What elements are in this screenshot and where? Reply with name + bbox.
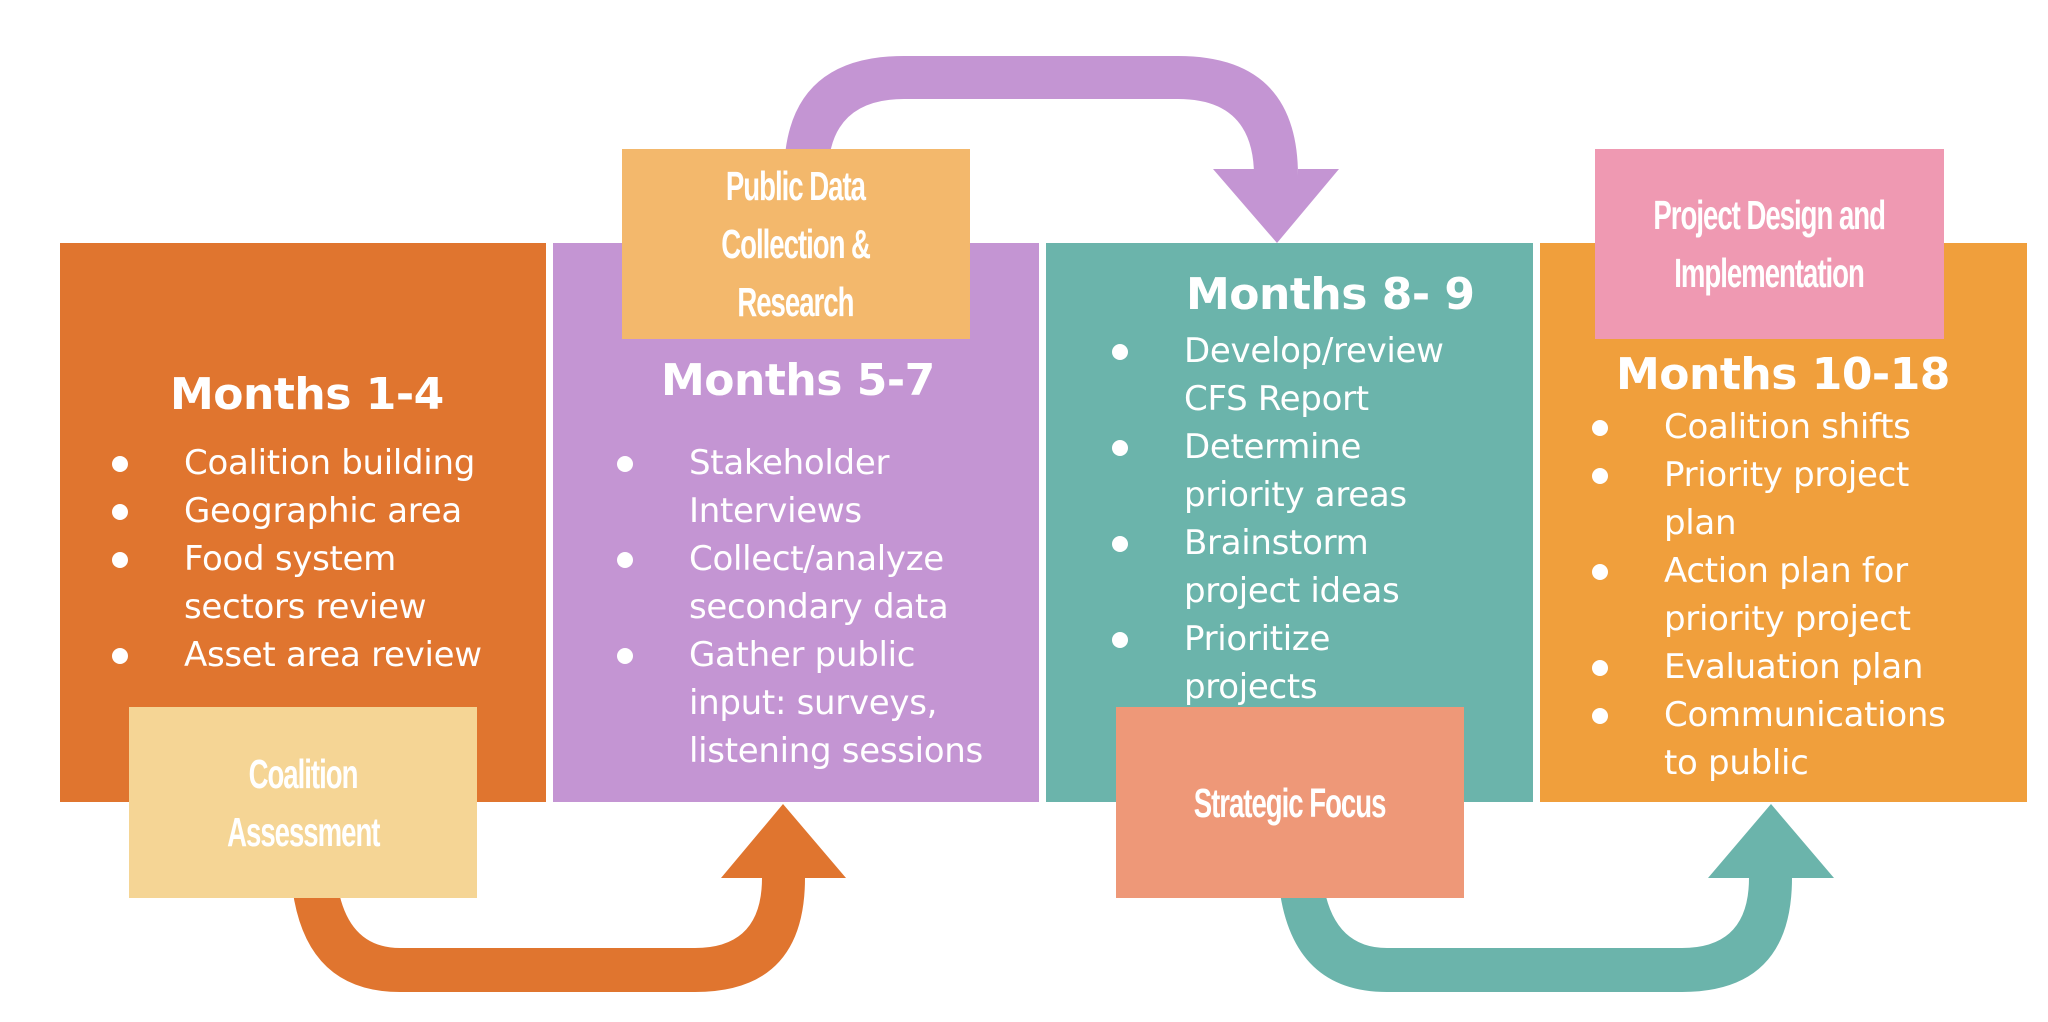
bullet-icon (617, 552, 633, 568)
bullet-icon (1112, 344, 1128, 360)
bullet-icon (1592, 564, 1608, 580)
arrow-phase3-to-phase4 (1277, 804, 1834, 992)
bullet-item: Asset area review (112, 631, 482, 679)
bullet-item: Coalition shifts (1592, 403, 1946, 451)
bullet-icon (112, 552, 128, 568)
bullet-icon (112, 456, 128, 472)
bullet-icon (1592, 708, 1608, 724)
bullet-icon (1112, 632, 1128, 648)
phase-4-panel: Months 10-18 Coalition shifts Priority p… (1540, 243, 2027, 802)
bullet-icon (1112, 536, 1128, 552)
phase-1-title: Months 1-4 (170, 369, 444, 420)
phase-1-bullets: Coalition building Geographic area Food … (112, 439, 482, 679)
bullet-icon (617, 456, 633, 472)
bullet-icon (112, 504, 128, 520)
arrow-phase2-to-phase3 (784, 56, 1339, 339)
bullet-icon (1112, 440, 1128, 456)
bullet-item: Geographic area (112, 487, 482, 535)
bullet-icon (617, 648, 633, 664)
bullet-icon (1592, 660, 1608, 676)
bullet-icon (1592, 420, 1608, 436)
bullet-item: Evaluation plan (1592, 643, 1946, 691)
phase-2-title: Months 5-7 (661, 355, 935, 406)
phase-4-title: Months 10-18 (1616, 349, 1950, 400)
bullet-item: Coalition building (112, 439, 482, 487)
phase-3-title: Months 8- 9 (1186, 269, 1475, 320)
stage-label-strategic-focus: Strategic Focus (1116, 707, 1464, 898)
bullet-icon (112, 648, 128, 664)
arrow-phase1-to-phase2 (290, 804, 846, 992)
bullet-icon (1592, 468, 1608, 484)
